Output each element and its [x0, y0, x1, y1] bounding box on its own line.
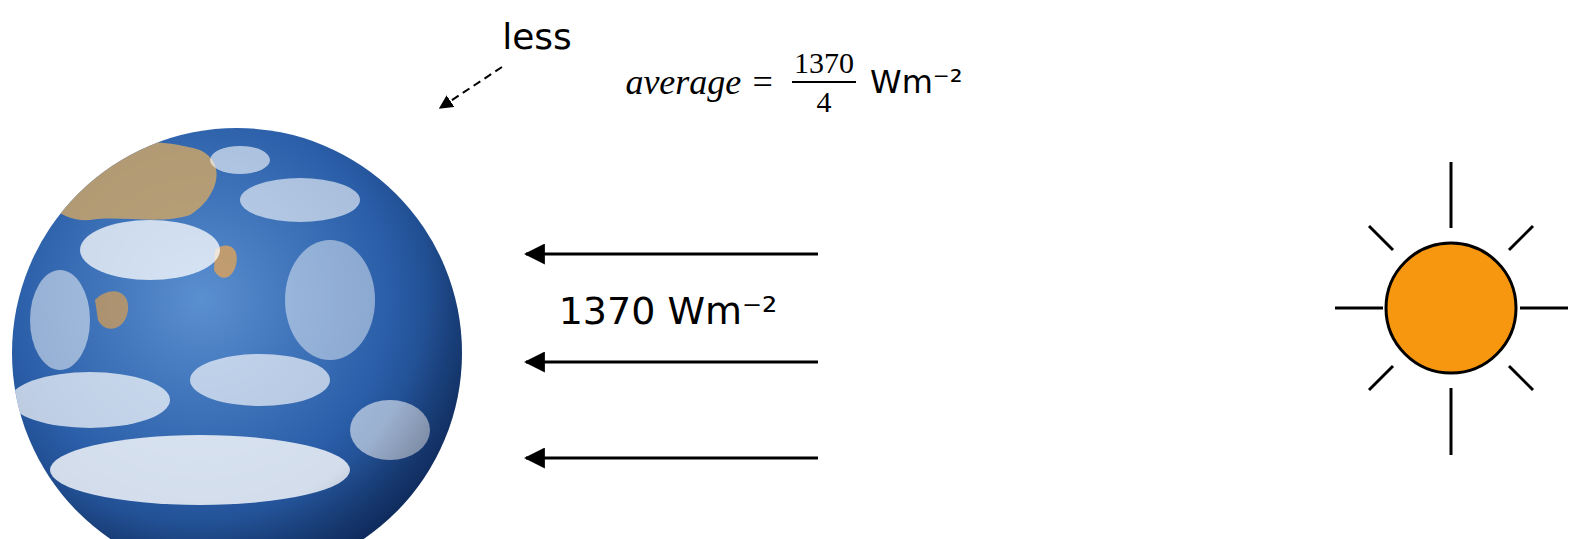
fraction-bar — [792, 81, 856, 83]
earth-globe — [10, 128, 462, 539]
sun-symbol — [1335, 162, 1568, 455]
leader-line — [440, 67, 502, 108]
sunlight-arrows — [526, 254, 818, 458]
fraction-numerator: 1370 — [794, 48, 854, 78]
fraction-denominator: 4 — [817, 87, 832, 117]
flux-label: 1370 Wm⁻² — [559, 292, 778, 330]
formula-text: average = — [625, 64, 774, 100]
unit-label: Wm⁻² — [870, 66, 963, 98]
note-label: less — [502, 19, 572, 55]
